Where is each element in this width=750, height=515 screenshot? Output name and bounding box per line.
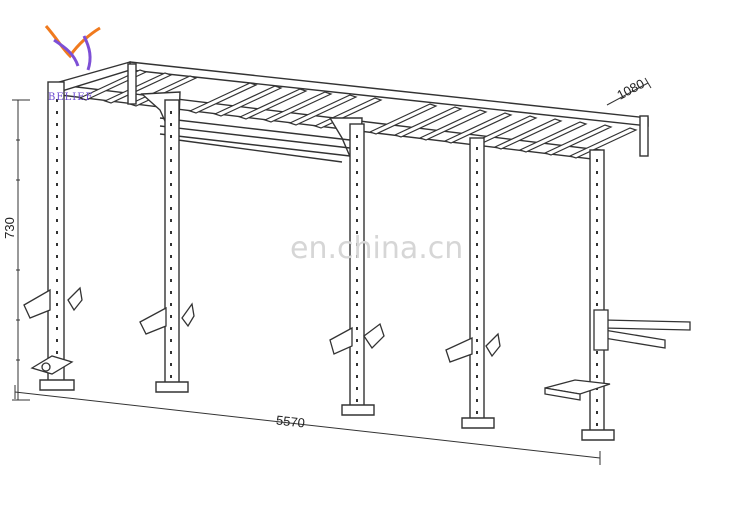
dip-bar — [593, 309, 691, 351]
brand-logo: BELIEF — [44, 25, 101, 103]
upright-2 — [155, 99, 189, 393]
upright-5 — [581, 149, 615, 441]
step-platform — [544, 379, 611, 401]
upright-4 — [461, 137, 495, 429]
depth-dimension — [606, 77, 652, 106]
height-dimension — [12, 99, 30, 401]
watermark: en.china.cn — [290, 231, 463, 266]
width-label: 5570 — [275, 412, 305, 430]
landmine-attachment — [30, 355, 74, 375]
logo-text: BELIEF — [48, 92, 93, 103]
j-hooks — [23, 286, 501, 363]
height-label: 730 — [2, 217, 17, 239]
depth-label: 1080 — [614, 76, 647, 103]
upright-3 — [341, 123, 375, 416]
uprights — [39, 63, 649, 441]
upright-1 — [39, 81, 75, 391]
width-dimension — [14, 385, 601, 465]
